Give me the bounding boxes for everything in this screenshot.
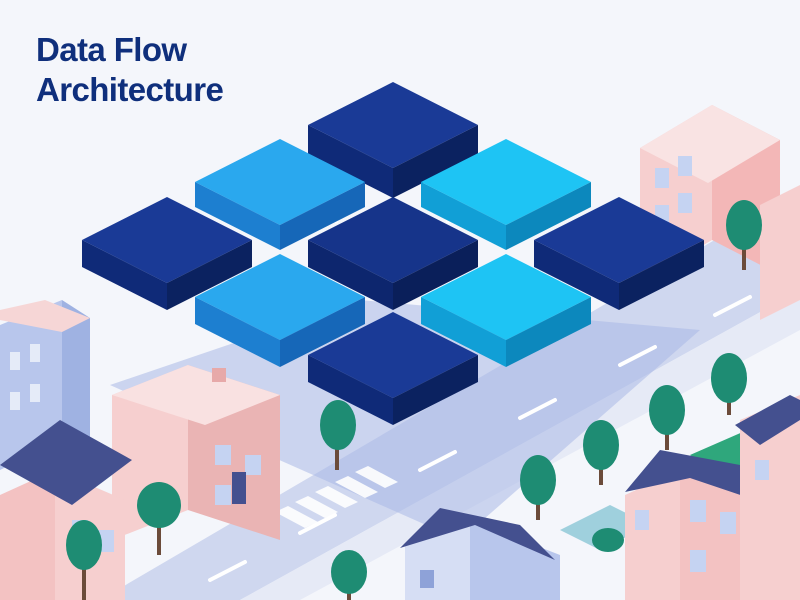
data-blocks-layer: [82, 82, 704, 425]
tree-icon: [66, 520, 102, 600]
data-block-icon: [308, 312, 478, 425]
title-line-2: Architecture: [36, 71, 224, 108]
data-block-icon: [195, 139, 365, 250]
house-bottom-center: [400, 508, 560, 600]
data-shadow-zone: [110, 300, 700, 540]
data-block-icon: [421, 139, 591, 250]
building-middle-pink: [112, 365, 280, 540]
page-title: Data Flow Architecture: [36, 30, 224, 110]
tree-icon: [583, 420, 619, 485]
house-right-edge: [735, 395, 800, 600]
trees-layer: [66, 200, 762, 600]
tree-icon: [726, 200, 762, 270]
data-block-icon: [421, 254, 591, 367]
tree-icon: [520, 455, 556, 520]
buildings-layer: [0, 105, 800, 600]
building-left-blue: [0, 300, 90, 470]
data-block-icon: [195, 254, 365, 367]
data-block-icon: [534, 197, 704, 310]
lane-markings: [208, 295, 752, 582]
tree-icon: [649, 385, 685, 450]
data-block-icon: [308, 197, 478, 310]
crosswalk: [275, 466, 398, 528]
building-right-edge: [760, 185, 800, 320]
tree-icon: [320, 400, 356, 470]
tree-icon: [711, 353, 747, 415]
data-block-icon: [82, 197, 252, 310]
tree-icon: [137, 482, 181, 555]
shrub-icon: [592, 528, 624, 552]
title-line-1: Data Flow: [36, 31, 187, 68]
tree-icon: [331, 550, 367, 600]
data-block-icon: [308, 82, 478, 198]
